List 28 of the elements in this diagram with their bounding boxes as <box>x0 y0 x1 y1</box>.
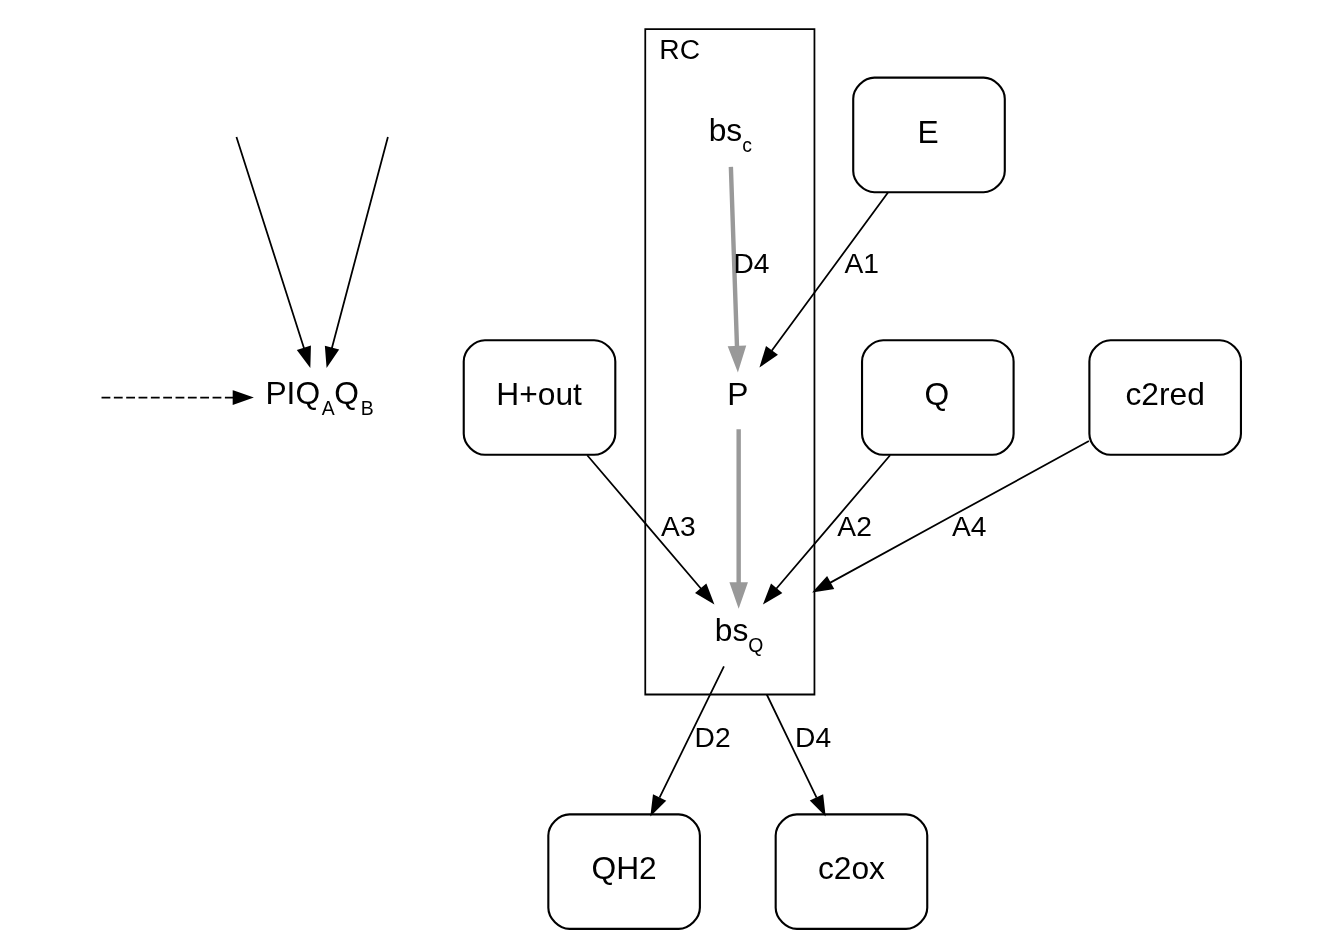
node-box: Q <box>860 339 1015 456</box>
node-box: c2red <box>1087 339 1242 456</box>
arrow <box>100 390 254 405</box>
node-text: PIQ$_{A}$Q$_{B}$ <box>264 374 374 419</box>
arrow <box>235 136 311 368</box>
arrow <box>728 429 748 609</box>
arrow <box>758 191 889 368</box>
arrow <box>762 454 891 605</box>
node-box: E <box>851 76 1006 194</box>
edge-label: A2 <box>836 509 872 542</box>
node-text: P <box>726 376 748 413</box>
arrow <box>765 693 826 817</box>
edge-label: D2 <box>694 721 731 754</box>
node-box: QH2 <box>546 813 701 930</box>
arrow <box>649 665 725 817</box>
arrow <box>727 166 746 373</box>
edge-label: D4 <box>794 721 831 754</box>
node-text: bs$_{Q}$ <box>714 611 763 656</box>
edge-label: A1 <box>843 246 879 279</box>
edge-label: A3 <box>660 509 696 542</box>
node-box: H+out <box>462 339 616 456</box>
edge-label: A4 <box>951 509 986 542</box>
node-box: c2ox <box>774 813 928 930</box>
arrow <box>585 454 714 605</box>
edge-label: D4 <box>732 246 769 279</box>
arrow <box>811 440 1090 593</box>
arrow <box>324 136 389 368</box>
node-text: bs$_{c}$ <box>708 111 752 156</box>
